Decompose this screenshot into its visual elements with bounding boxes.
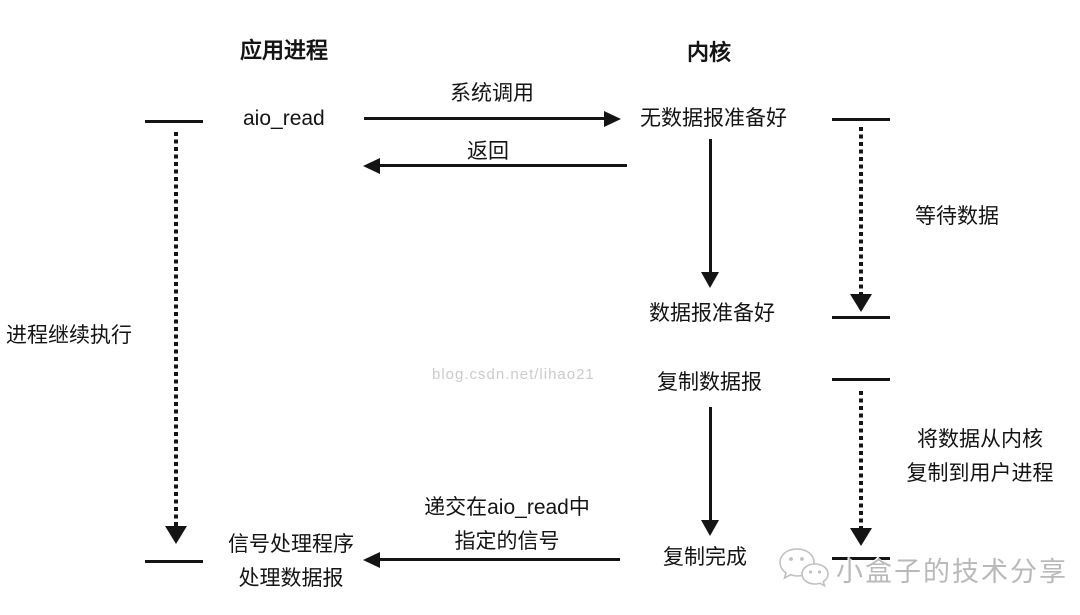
kernel-timeline-tick-4 <box>832 557 890 560</box>
copy-datagram-label: 复制数据报 <box>657 371 762 394</box>
kernel-flow-line-2 <box>709 407 712 520</box>
app-timeline-arrowhead-icon <box>165 526 187 544</box>
kernel-timeline-tick-1 <box>832 118 890 121</box>
wechat-logo-icon <box>776 543 832 596</box>
return-arrow-line <box>380 164 627 167</box>
return-label: 返回 <box>467 140 509 163</box>
copy-phase-dotted-line <box>859 391 863 528</box>
kernel-header: 内核 <box>687 40 732 65</box>
app-process-header: 应用进程 <box>240 38 329 63</box>
return-arrowhead-icon <box>363 158 380 174</box>
kernel-flow-line-1 <box>709 139 712 272</box>
kernel-flow-arrowhead-2-icon <box>701 520 719 536</box>
brand-watermark: 小盒子的技术分享 <box>776 543 1068 596</box>
wait-data-arrowhead-icon <box>850 294 872 312</box>
kernel-timeline-tick-3 <box>832 378 890 381</box>
kernel-timeline-tick-2 <box>832 316 890 319</box>
process-continues-label: 进程继续执行 <box>6 324 132 347</box>
deliver-signal-arrow-line <box>380 558 620 561</box>
app-timeline-bottom-tick <box>145 560 203 563</box>
csdn-watermark: blog.csdn.net/lihao21 <box>432 366 595 383</box>
copy-note-label: 将数据从内核 复制到用户进程 <box>906 428 1054 485</box>
system-call-label: 系统调用 <box>450 82 534 105</box>
app-timeline-top-tick <box>145 120 203 123</box>
deliver-signal-label: 递交在aio_read中 指定的信号 <box>424 496 590 553</box>
no-datagram-ready-label: 无数据报准备好 <box>640 107 787 130</box>
system-call-arrow-line <box>364 117 604 120</box>
kernel-flow-arrowhead-1-icon <box>701 272 719 288</box>
deliver-signal-arrowhead-icon <box>363 552 380 568</box>
brand-watermark-text: 小盒子的技术分享 <box>836 557 1068 587</box>
app-timeline-dotted-line <box>174 132 178 526</box>
system-call-arrowhead-icon <box>604 111 621 127</box>
signal-handler-label: 信号处理程序 处理数据报 <box>228 533 354 590</box>
aio-read-label: aio_read <box>243 107 325 130</box>
copy-phase-arrowhead-icon <box>850 528 872 546</box>
wait-data-dotted-line <box>859 127 863 294</box>
datagram-ready-label: 数据报准备好 <box>649 302 775 325</box>
copy-complete-label: 复制完成 <box>663 546 747 569</box>
wait-data-label: 等待数据 <box>915 205 999 228</box>
